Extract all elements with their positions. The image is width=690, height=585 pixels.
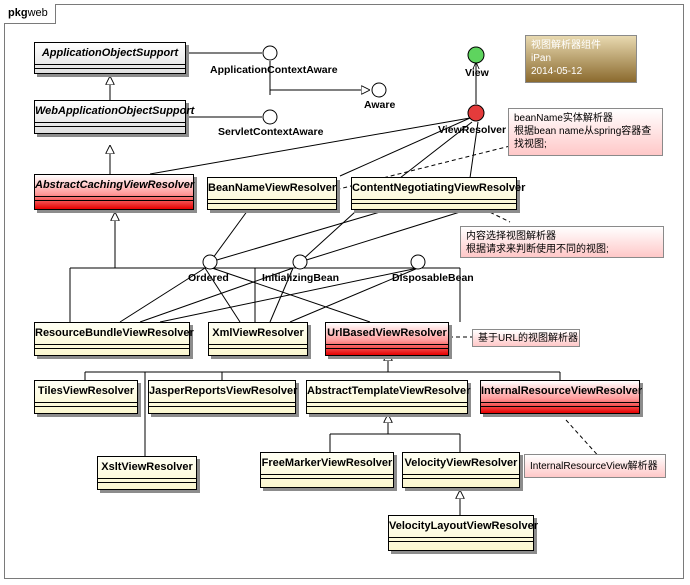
interface-view-resolver: ViewResolver — [438, 124, 507, 136]
interface-ordered: Ordered — [188, 272, 229, 284]
interface-initializing-bean: InitializingBean — [262, 272, 340, 284]
class-application-object-support[interactable]: ApplicationObjectSupport — [34, 42, 186, 74]
package-name: web — [27, 7, 48, 19]
note-header: 视图解析器组件 iPan 2014-05-12 — [525, 35, 637, 83]
interface-servlet-context-aware: ServletContextAware — [218, 126, 324, 138]
class-velocity-view-resolver[interactable]: VelocityViewResolver — [402, 452, 520, 488]
class-abstract-template-view-resolver[interactable]: AbstractTemplateViewResolver — [306, 380, 470, 414]
note-internal-resource: InternalResourceView解析器 — [524, 454, 666, 478]
note-url-based: 基于URL的视图解析器 — [472, 329, 580, 347]
note-content-negotiating: 内容选择视图解析器 根据请求来判断使用不同的视图; — [460, 226, 664, 258]
package-keyword: pkg — [8, 7, 28, 19]
interface-view: View — [465, 67, 489, 79]
interface-aware: Aware — [364, 99, 396, 111]
class-resource-bundle-view-resolver[interactable]: ResourceBundleViewResolver — [34, 322, 194, 356]
interface-application-context-aware: ApplicationContextAware — [210, 64, 338, 76]
class-freemarker-view-resolver[interactable]: FreeMarkerViewResolver — [260, 452, 394, 488]
note-bean-name: beanName实体解析器 根据bean name从spring容器查 找视图; — [508, 108, 663, 156]
class-velocity-layout-view-resolver[interactable]: VelocityLayoutViewResolver — [388, 515, 538, 551]
class-xml-view-resolver[interactable]: XmlViewResolver — [208, 322, 308, 356]
class-web-application-object-support[interactable]: WebApplicationObjectSupport — [34, 100, 194, 134]
class-tiles-view-resolver[interactable]: TilesViewResolver — [34, 380, 138, 414]
class-bean-name-view-resolver[interactable]: BeanNameViewResolver — [207, 177, 337, 210]
interface-disposable-bean: DisposableBean — [392, 272, 474, 284]
class-jasper-reports-view-resolver[interactable]: JasperReportsViewResolver — [148, 380, 297, 414]
class-internal-resource-view-resolver[interactable]: InternalResourceViewResolver — [480, 380, 642, 414]
class-content-negotiating-view-resolver[interactable]: ContentNegotiatingViewResolver — [351, 177, 525, 210]
package-tab: pkgweb — [4, 4, 56, 24]
class-abstract-caching-view-resolver[interactable]: AbstractCachingViewResolver — [34, 174, 194, 210]
class-xslt-view-resolver[interactable]: XsltViewResolver — [97, 456, 197, 490]
class-url-based-view-resolver[interactable]: UrlBasedViewResolver — [325, 322, 449, 356]
